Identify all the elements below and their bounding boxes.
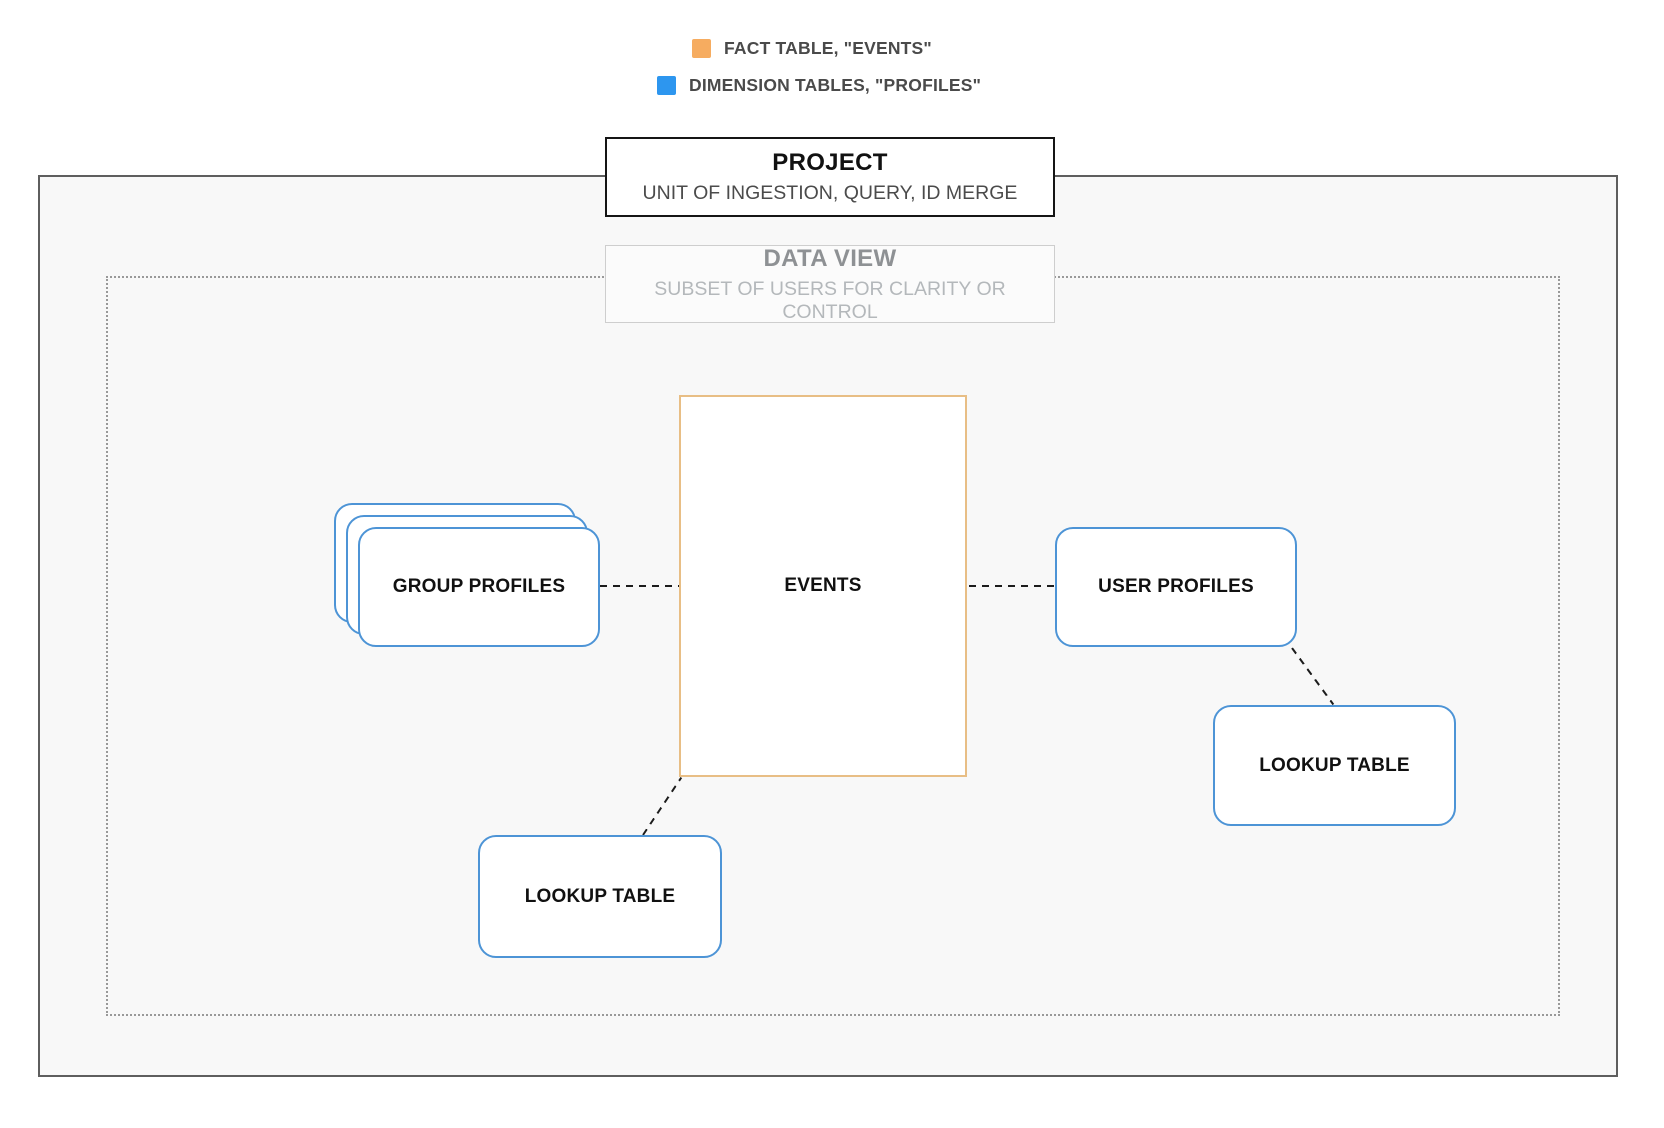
events-label: EVENTS bbox=[784, 575, 862, 596]
lookup-table-right-node: LOOKUP TABLE bbox=[1213, 705, 1456, 826]
data-view-subtitle: SUBSET OF USERS FOR CLARITY OR CONTROL bbox=[654, 277, 1006, 323]
group-profiles-node: GROUP PROFILES bbox=[358, 527, 600, 647]
project-header-box: PROJECT UNIT OF INGESTION, QUERY, ID MER… bbox=[605, 137, 1055, 217]
user-profiles-label: USER PROFILES bbox=[1098, 576, 1254, 597]
project-title: PROJECT bbox=[772, 149, 888, 176]
fact-table-color-swatch bbox=[692, 38, 711, 58]
connector-group-profiles-events bbox=[600, 585, 679, 587]
user-profiles-node: USER PROFILES bbox=[1055, 527, 1297, 647]
lookup-table-bottom-label: LOOKUP TABLE bbox=[524, 885, 676, 907]
data-view-header-box: DATA VIEW SUBSET OF USERS FOR CLARITY OR… bbox=[605, 245, 1055, 323]
events-node: EVENTS bbox=[679, 395, 967, 777]
legend-label-fact-table: FACT TABLE, "EVENTS" bbox=[724, 37, 932, 58]
data-view-title: DATA VIEW bbox=[763, 244, 897, 272]
dimension-tables-color-swatch bbox=[657, 75, 676, 95]
group-profiles-label: GROUP PROFILES bbox=[392, 576, 566, 597]
lookup-table-right-label: LOOKUP TABLE bbox=[1259, 754, 1410, 776]
legend-item-dimension-tables: DIMENSION TABLES, "PROFILES" bbox=[657, 74, 981, 96]
legend-item-fact-table: FACT TABLE, "EVENTS" bbox=[692, 37, 932, 59]
project-subtitle: UNIT OF INGESTION, QUERY, ID MERGE bbox=[642, 182, 1018, 204]
connector-events-user-profiles bbox=[969, 585, 1055, 587]
legend-label-dimension-tables: DIMENSION TABLES, "PROFILES" bbox=[689, 74, 982, 95]
lookup-table-bottom-node: LOOKUP TABLE bbox=[478, 835, 722, 958]
